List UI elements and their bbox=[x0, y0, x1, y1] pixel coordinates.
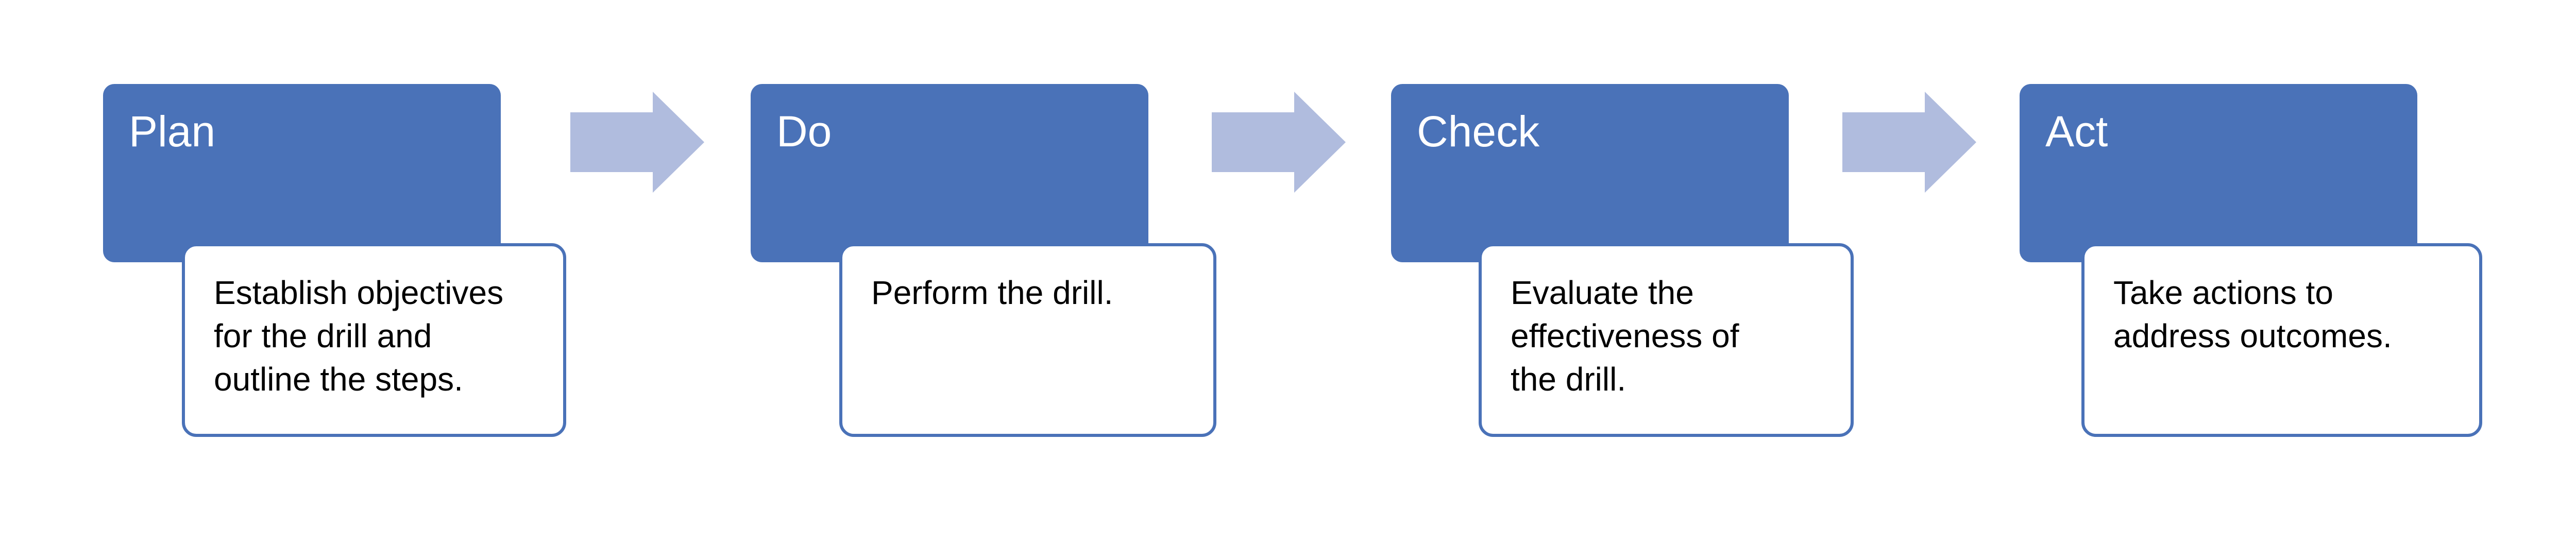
detail-text-plan: Establish objectives for the drill and o… bbox=[214, 274, 504, 398]
phase-title-do: Do bbox=[776, 107, 832, 156]
phase-box-check: Check bbox=[1391, 84, 1789, 262]
detail-box-act: Take actions to address outcomes. bbox=[2081, 243, 2482, 437]
right-arrow-icon bbox=[1842, 92, 1976, 193]
right-arrow-icon bbox=[1212, 92, 1346, 193]
phase-box-do: Do bbox=[751, 84, 1148, 262]
phase-box-act: Act bbox=[2020, 84, 2417, 262]
detail-box-do: Perform the drill. bbox=[839, 243, 1216, 437]
phase-title-check: Check bbox=[1417, 107, 1540, 156]
right-arrow-icon bbox=[570, 92, 704, 193]
detail-box-check: Evaluate the effectiveness of the drill. bbox=[1479, 243, 1854, 437]
phase-title-act: Act bbox=[2045, 107, 2108, 156]
detail-text-do: Perform the drill. bbox=[871, 274, 1113, 311]
phase-title-plan: Plan bbox=[129, 107, 216, 156]
detail-text-act: Take actions to address outcomes. bbox=[2113, 274, 2392, 354]
detail-box-plan: Establish objectives for the drill and o… bbox=[182, 243, 566, 437]
detail-text-check: Evaluate the effectiveness of the drill. bbox=[1511, 274, 1739, 398]
phase-box-plan: Plan bbox=[103, 84, 501, 262]
